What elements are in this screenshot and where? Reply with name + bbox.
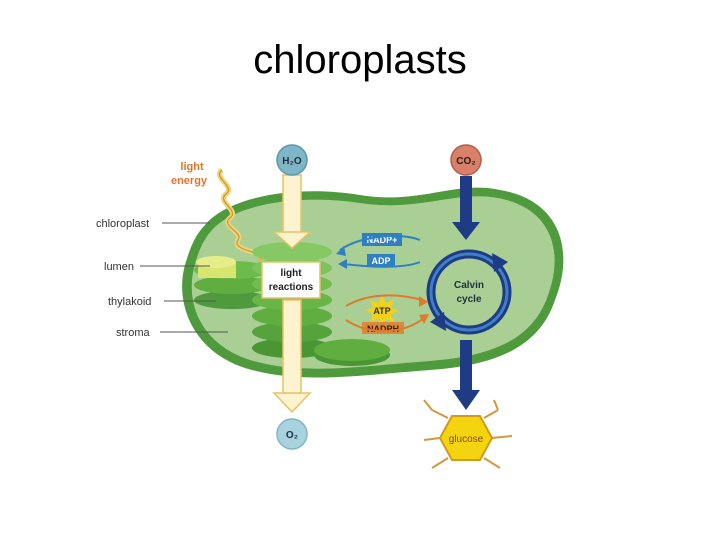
side-label-stroma: stroma bbox=[116, 327, 228, 339]
chloroplast-label: chloroplast bbox=[96, 218, 149, 230]
light-energy-label-line1: light bbox=[180, 161, 204, 173]
adp-return-arrow bbox=[343, 261, 421, 268]
nadp-return-arrow bbox=[339, 234, 421, 251]
calvin-cycle-arrowhead-top bbox=[492, 253, 508, 272]
light-reactions-label-line2: reactions bbox=[269, 282, 314, 293]
calvin-cycle-label-line2: cycle bbox=[456, 294, 481, 305]
glucose-bonds bbox=[423, 399, 513, 469]
atp-forward-arrow bbox=[345, 294, 423, 307]
adp-box bbox=[367, 254, 395, 267]
light-reactions-box bbox=[261, 261, 321, 299]
stroma-label: stroma bbox=[116, 327, 151, 339]
thylakoid-stack-small bbox=[314, 339, 390, 366]
side-label-lumen: lumen bbox=[104, 261, 210, 273]
adp-label: ADP bbox=[371, 256, 390, 266]
lumen-label: lumen bbox=[104, 261, 134, 273]
light-energy-label-line2: energy bbox=[171, 175, 208, 187]
carbon-flow-arrow bbox=[452, 176, 480, 410]
nadp-plus-label: NADP+ bbox=[367, 235, 398, 245]
co2-label: CO₂ bbox=[456, 156, 475, 167]
glucose-hexagon bbox=[438, 415, 494, 461]
h2o-circle bbox=[276, 144, 308, 176]
atp-burst bbox=[365, 296, 399, 326]
thylakoid-label: thylakoid bbox=[108, 296, 151, 308]
h2o-label: H₂O bbox=[282, 156, 302, 167]
side-label-chloroplast: chloroplast bbox=[96, 218, 210, 230]
glucose-label: glucose bbox=[449, 434, 484, 445]
co2-circle bbox=[450, 144, 482, 176]
side-label-thylakoid: thylakoid bbox=[108, 296, 216, 308]
water-flow-arrow bbox=[272, 174, 312, 414]
calvin-cycle-label-line1: Calvin bbox=[454, 280, 484, 291]
slide-title: chloroplasts bbox=[253, 38, 467, 82]
o2-circle bbox=[276, 418, 308, 450]
atp-label: ATP bbox=[373, 306, 390, 316]
calvin-cycle-arrowhead-bottom bbox=[430, 312, 446, 331]
nadph-forward-arrow bbox=[345, 317, 425, 332]
o2-label: O₂ bbox=[286, 430, 298, 441]
nadph-label: NADPH bbox=[367, 324, 399, 334]
light-reactions-label-line1: light bbox=[280, 268, 302, 279]
